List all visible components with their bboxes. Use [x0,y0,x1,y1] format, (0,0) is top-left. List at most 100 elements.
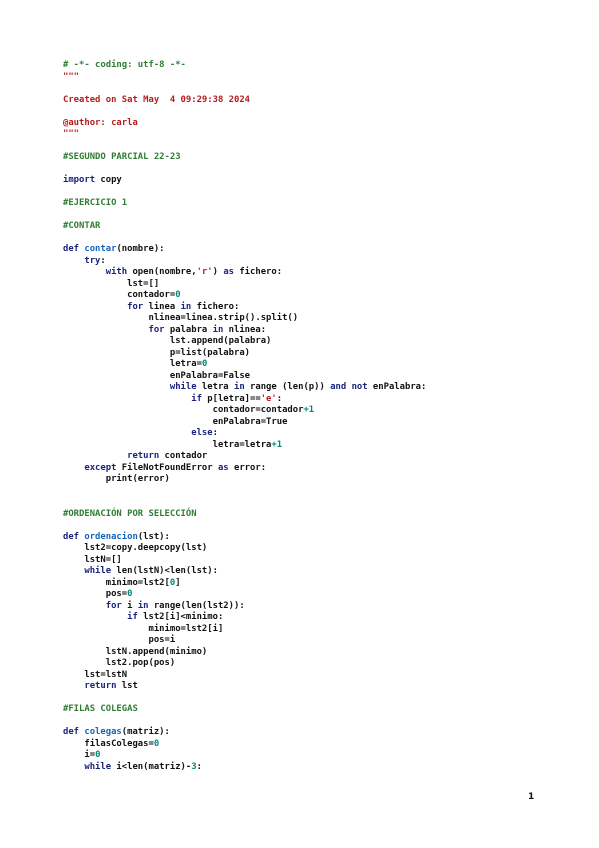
code-token: for [148,324,165,335]
code-line: print(error) [63,474,583,486]
code-token: lst2=copy.deepcopy(lst) [63,543,208,553]
code-line: p=list(palabra) [63,348,583,360]
code-line [63,520,583,532]
code-token: return [84,681,117,691]
code-line: lst2=copy.deepcopy(lst) [63,543,583,555]
code-token: as [217,462,229,473]
code-token: letra= [63,359,202,369]
code-token [63,463,84,473]
code-line: import copy [63,175,583,187]
code-token: return [127,451,160,461]
code-token: contador=contador [63,405,304,415]
code-line: lstN.append(minimo) [63,647,583,659]
code-token: lst=[] [63,278,160,289]
code-token: #EJERCICIO 1 [63,198,128,208]
code-line: lst=lstN [63,670,583,682]
code-line: for palabra in nlinea: [63,325,583,337]
code-line: #CONTAR [63,221,583,233]
code-line: for linea in fichero: [63,302,583,314]
code-token: def [63,727,80,737]
code-token [63,451,127,461]
code-token: 'r' [196,267,213,277]
code-token: letra [196,382,234,392]
code-token [63,566,84,576]
code-token: in [180,301,192,312]
code-token: for [105,600,122,611]
code-line: contador=0 [63,290,583,302]
code-token: contar [84,244,117,254]
code-line: #FILAS COLEGAS [63,704,583,716]
code-line: else: [63,428,583,440]
code-line: pos=0 [63,589,583,601]
code-token: else [191,428,213,438]
code-token [63,382,170,392]
code-token: nlinea=linea.strip().split() [63,313,299,323]
code-line: # -*- coding: utf-8 -*- [63,60,583,72]
code-line: if lst2[i]<minimo: [63,612,583,624]
code-token: : [100,255,106,266]
code-line: while i<len(matriz)-3: [63,762,583,774]
code-line: return contador [63,451,583,463]
code-line: """ [63,129,583,141]
code-token: 0 [201,359,208,369]
code-line: #SEGUNDO PARCIAL 22-23 [63,152,583,164]
code-line: @author: carla [63,118,583,130]
code-line: enPalabra=True [63,417,583,429]
code-token: p=list(palabra) [63,347,251,358]
code-token: try [84,255,101,266]
code-token: def [63,531,80,542]
code-token: len(lstN)<len(lst): [111,566,218,576]
code-token: #SEGUNDO PARCIAL 22-23 [63,152,181,162]
code-token: (nombre): [116,244,165,254]
code-token: def [63,244,80,254]
code-token: lstN.append(minimo) [63,646,208,657]
code-token: i<len(matriz)- [111,761,192,772]
code-token: minimo=lst2[ [63,577,170,588]
code-token: #ORDENACIÓN POR SELECCIÓN [63,508,197,519]
code-token: for [127,301,144,312]
code-token [63,267,106,277]
code-line [63,233,583,245]
code-token [63,681,84,691]
code-token: while [169,382,197,392]
code-token: enPalabra: [367,382,427,392]
code-token: lst=lstN [63,669,128,680]
code-line [63,693,583,705]
code-line: for i in range(len(lst2)): [63,601,583,613]
code-token: +1 [303,405,315,415]
code-line: lst.append(palabra) [63,336,583,348]
code-token: """ [63,129,80,139]
code-token: i [121,600,138,611]
code-token: copy [95,175,122,185]
code-token: if [191,393,202,404]
code-token: pos=i [63,635,176,645]
code-token: range (len(p)) [244,382,331,392]
code-token: except [84,462,117,473]
code-token: @author: carla [63,117,138,128]
code-line: nlinea=linea.strip().split() [63,313,583,325]
code-line: if p[letra]=='e': [63,394,583,406]
code-token: if [127,612,138,622]
code-token: 3 [191,761,197,772]
code-token: contador= [63,290,176,300]
code-token: palabra [164,324,213,335]
code-line [63,83,583,95]
code-line: """ [63,72,583,84]
code-token: as [223,267,234,277]
code-line [63,497,583,509]
code-line [63,486,583,498]
code-token: in [234,382,245,392]
code-token: ] [175,577,181,588]
code-token: import [63,175,96,185]
code-token: error: [228,462,267,473]
code-token: i= [63,750,96,760]
code-token: ) [212,267,224,277]
code-token: Created on Sat May 4 09:29:38 2024 [63,94,251,105]
code-line: minimo=lst2[0] [63,578,583,590]
code-token: in [212,324,224,335]
code-line: letra=letra+1 [63,440,583,452]
code-token: in [137,600,149,611]
code-token: ordenacion [84,531,138,542]
code-line: pos=i [63,635,583,647]
code-token: nlinea: [223,324,267,335]
